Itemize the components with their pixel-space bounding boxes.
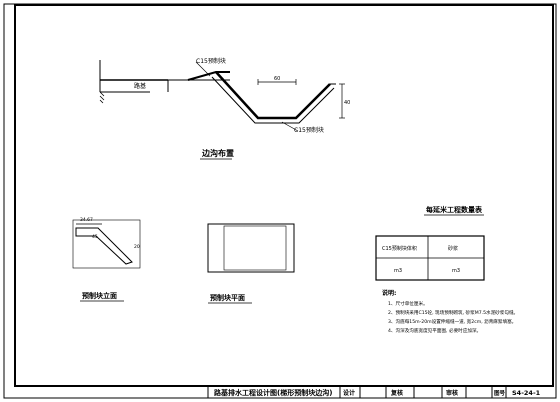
review-cell: 复核 <box>390 389 403 397</box>
top-block-leader <box>195 61 211 77</box>
block-plan-title: 预制块平面 <box>210 293 245 302</box>
ditch-section: 60 40 C15预制块 C15预制块 路基 边沟布置 <box>99 57 350 160</box>
block-elevation: 34.67 45 20 预制块立面 <box>72 217 141 302</box>
title-block: 路基排水工程设计图(梯形预制块边沟) 设计 复核 审核 图号 S4-24-1 <box>15 385 553 398</box>
ditch-lining-outer <box>215 71 331 120</box>
sheet-no-label: 图号 <box>494 389 506 397</box>
block-plan-inner <box>223 225 287 271</box>
dim-top-text: 34.67 <box>80 217 93 223</box>
note-3: 3、沟底每15m-20m设置伸缩缝一道, 宽2cm, 沥青麻絮填塞。 <box>388 318 516 325</box>
note-2: 2、预制块采用C15砼, 现场预制砌筑, 砂浆M7.5水泥砂浆勾缝。 <box>388 309 518 316</box>
block-elev-frame <box>72 219 141 269</box>
bottom-block-leader <box>281 121 299 132</box>
dim-slope-text: 45 <box>92 234 98 240</box>
table-value-b: m3 <box>452 268 460 274</box>
roadbed-label: 路基 <box>134 82 146 90</box>
drawing-title: 路基排水工程设计图(梯形预制块边沟) <box>214 388 332 397</box>
width-dim-text: 60 <box>274 76 280 82</box>
note-4: 4、沟深及沟底宽度见平面图, 必要时应加深。 <box>388 327 481 334</box>
block-profile <box>75 227 133 265</box>
dim-side-text: 20 <box>134 244 140 250</box>
audit-cell: 审核 <box>446 389 458 397</box>
sheet-border <box>3 3 557 399</box>
table-header-a: C15预制块体积 <box>382 245 417 252</box>
block-plan: 预制块平面 <box>207 223 295 304</box>
depth-dim-text: 40 <box>344 100 350 106</box>
table-value-a: m3 <box>394 268 402 274</box>
bottom-block-label: C15预制块 <box>294 126 324 134</box>
block-plan-outer <box>207 223 295 273</box>
ditch-lining-inner <box>211 76 335 124</box>
notes-title: 说明: <box>382 289 396 297</box>
wall-hatch <box>99 91 105 104</box>
block-elev-title: 预制块立面 <box>82 291 117 300</box>
quantity-title: 每延米工程数量表 <box>426 205 483 214</box>
sheet-no: S4-24-1 <box>512 389 541 397</box>
top-block-label: C15预制块 <box>196 57 226 65</box>
note-1: 1、尺寸单位厘米。 <box>388 300 428 307</box>
table-header-b: 砂浆 <box>448 245 458 252</box>
notes: 说明: 1、尺寸单位厘米。 2、预制块采用C15砼, 现场预制砌筑, 砂浆M7.… <box>382 289 518 334</box>
design-cell: 设计 <box>343 389 355 397</box>
quantity-table: 每延米工程数量表 C15预制块体积 砂浆 m3 m3 <box>375 205 485 281</box>
section-title: 边沟布置 <box>201 148 234 158</box>
